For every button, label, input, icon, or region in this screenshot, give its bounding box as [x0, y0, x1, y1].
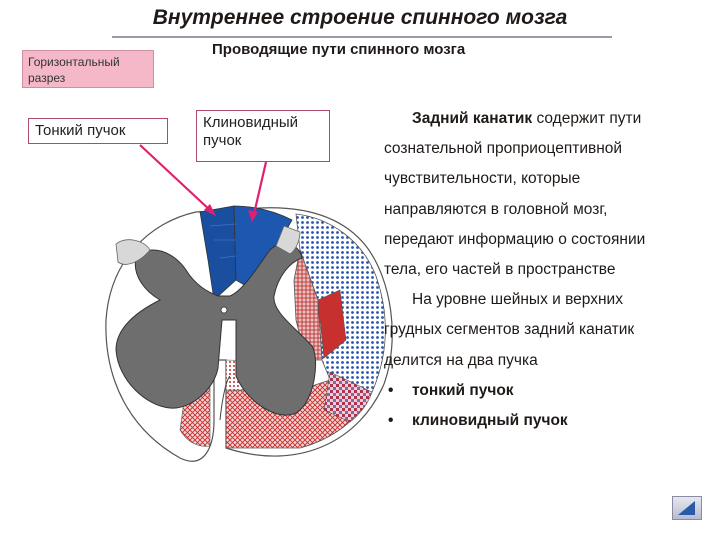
text-line: сознательной проприоцептивной: [384, 140, 623, 158]
text-line: передают информацию о состоянии: [384, 230, 646, 248]
arrow-to-gracilis: [139, 144, 213, 213]
text-line: чувствительности, которые: [384, 170, 581, 188]
text-line: направляются в головной мозг,: [384, 200, 608, 218]
text-line: На уровне шейных и верхних: [412, 291, 623, 309]
page-subtitle: Проводящие пути спинного мозга: [212, 41, 466, 58]
page-title: Внутреннее строение спинного мозга: [152, 6, 568, 29]
description-text: Задний канатик содержит пути сознательно…: [384, 110, 704, 442]
posterior-funiculus-term: Задний канатик: [412, 110, 533, 127]
fasciculus-gracilis: [199, 205, 237, 301]
gracilis-label: Тонкий пучок: [28, 118, 168, 144]
paragraph-1-first-line: Задний канатик содержит пути: [412, 110, 642, 127]
back-nav-button[interactable]: [672, 496, 702, 520]
bullet-item: •клиновидный пучок: [388, 411, 568, 429]
cuneatus-label: Клиновидный пучок: [196, 110, 330, 162]
text-line: грудных сегментов задний канатик: [384, 321, 635, 339]
text-line: делится на два пучка: [384, 351, 538, 369]
section-label: Горизонтальный разрез: [22, 50, 154, 88]
arrow-to-cuneatus: [252, 161, 268, 215]
grey-matter: [115, 243, 317, 416]
lateral-tract-red-strip: [317, 289, 347, 359]
back-arrow-icon: [678, 501, 695, 515]
bullet-item: •тонкий пучок: [388, 381, 514, 399]
text-line: тела, его частей в пространстве: [384, 260, 616, 278]
central-canal: [220, 306, 228, 314]
title-divider: [112, 36, 612, 38]
anterior-tract-checked: [323, 371, 373, 423]
